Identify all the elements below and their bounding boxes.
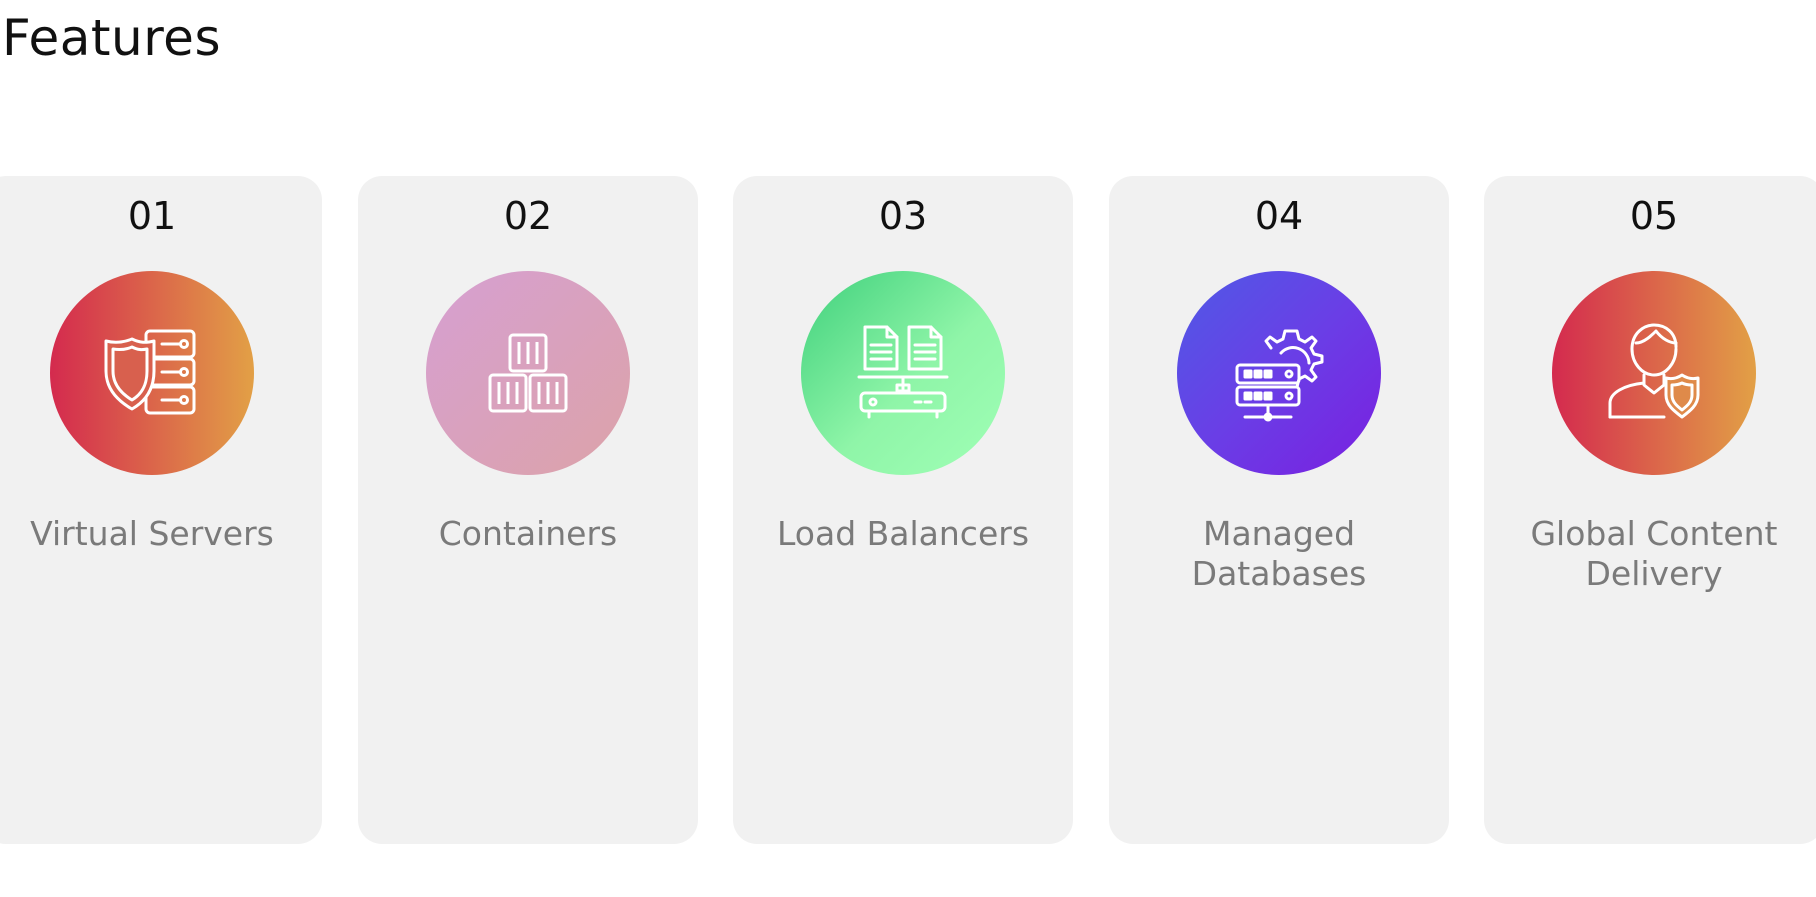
feature-number: 04: [1254, 194, 1304, 238]
shield-server-icon: [50, 271, 254, 475]
feature-label: Containers: [438, 514, 618, 553]
feature-label: Managed Databases: [1191, 514, 1367, 593]
database-gear-icon: [1177, 271, 1381, 475]
feature-number: 05: [1629, 194, 1679, 238]
user-shield-icon: [1552, 271, 1756, 475]
load-balancer-icon: [801, 271, 1005, 475]
feature-label: Global Content Delivery: [1530, 514, 1778, 593]
page-title: Features: [2, 9, 221, 67]
feature-number: 02: [503, 194, 553, 238]
feature-card-containers[interactable]: 02 Containers: [358, 176, 698, 844]
feature-card-global-content-delivery[interactable]: 05 Global Content Delivery: [1484, 176, 1816, 844]
feature-card-virtual-servers[interactable]: 01 Virtual Servers: [0, 176, 322, 844]
feature-label: Virtual Servers: [30, 514, 274, 553]
feature-card-load-balancers[interactable]: 03: [733, 176, 1073, 844]
containers-icon: [426, 271, 630, 475]
feature-label: Load Balancers: [776, 514, 1030, 553]
feature-number: 03: [878, 194, 928, 238]
feature-number: 01: [127, 194, 177, 238]
feature-card-managed-databases[interactable]: 04 Managed Databases: [1109, 176, 1449, 844]
